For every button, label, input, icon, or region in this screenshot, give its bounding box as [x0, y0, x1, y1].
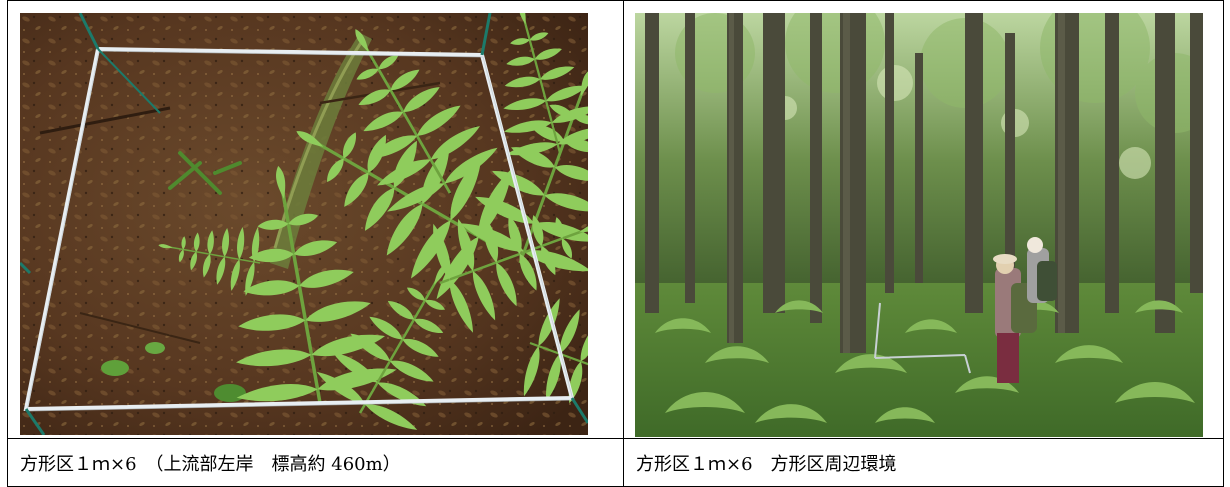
photo-cell-right [623, 0, 1224, 439]
caption-row: 方形区１ｍ×6 （上流部左岸 標高約 460m） 方形区１ｍ×6 方形区周辺環境 [7, 438, 1224, 487]
surveyor-figures [993, 237, 1057, 383]
caption-right: 方形区１ｍ×6 方形区周辺環境 [623, 438, 1224, 487]
forest-survey-photo [635, 13, 1203, 437]
fern-quadrat-photo [20, 13, 588, 435]
photo-table: 方形区１ｍ×6 （上流部左岸 標高約 460m） 方形区１ｍ×6 方形区周辺環境 [7, 0, 1224, 487]
photo-cell-left [7, 0, 624, 439]
photo-row [7, 0, 1224, 439]
caption-left: 方形区１ｍ×6 （上流部左岸 標高約 460m） [7, 438, 624, 487]
